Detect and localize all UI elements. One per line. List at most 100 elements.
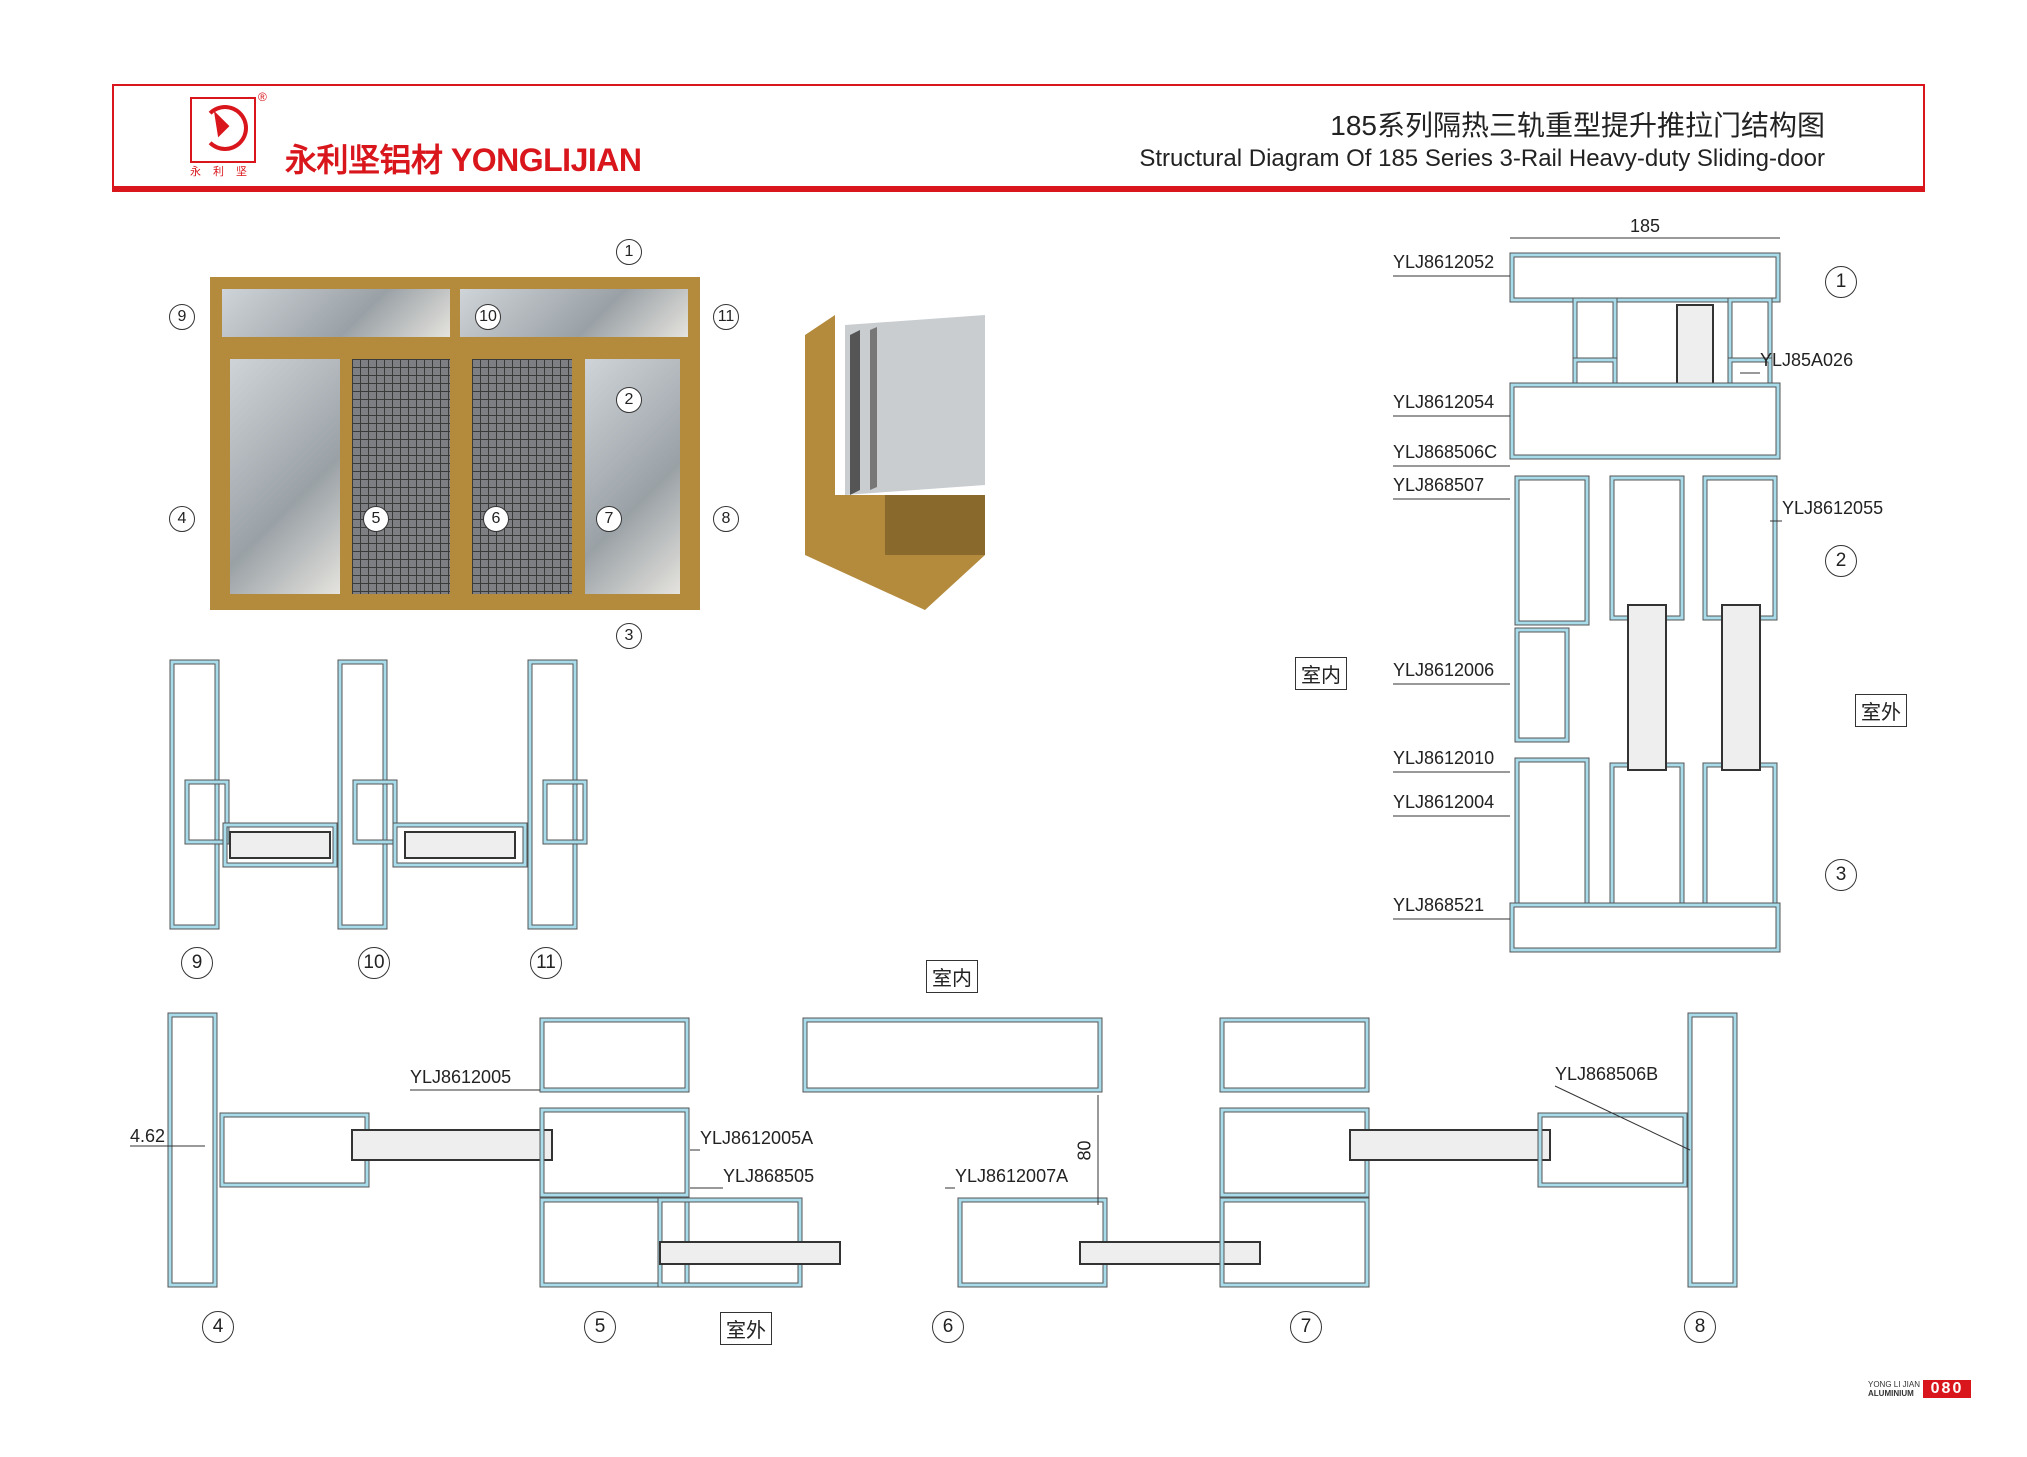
part-label: YLJ8612004 [1393, 792, 1495, 812]
glass-unit [1079, 1241, 1261, 1265]
profile-shape [1509, 902, 1781, 953]
photo-callout: 5 [363, 506, 389, 532]
photo-callout: 6 [483, 506, 509, 532]
profile-shape [540, 1018, 689, 1092]
photo-callout: 10 [475, 304, 501, 330]
dimension-80: 80 [1074, 1140, 1095, 1161]
profile-shape [1702, 475, 1778, 621]
header-frame [112, 84, 1925, 192]
profile-shape [1220, 1198, 1369, 1287]
profile-shape [1687, 1012, 1738, 1288]
profile-shape [168, 1013, 217, 1287]
indoor-label: 室内 [1295, 657, 1347, 690]
profile-shape [337, 659, 388, 930]
profile-shape [1510, 253, 1780, 302]
profile-shape [1703, 763, 1777, 907]
profile-shape [528, 660, 577, 929]
glass-unit [1676, 304, 1714, 386]
outdoor-label: 室外 [1855, 694, 1907, 727]
profile-shape [1509, 252, 1781, 303]
photo-callout: 4 [169, 506, 195, 532]
profile-shape [1610, 763, 1684, 907]
profile-shape [1702, 762, 1778, 908]
photo-callout: 9 [169, 304, 195, 330]
profile-shape [802, 1017, 1103, 1093]
profile-shape [1703, 476, 1777, 620]
profile-shape [393, 823, 527, 867]
profile-shape [169, 659, 220, 930]
door-product-photo [210, 277, 700, 610]
profile-shape [540, 1108, 689, 1197]
photo-callout: 7 [596, 506, 622, 532]
part-label: YLJ8612007A [955, 1166, 1069, 1186]
glass-unit [229, 831, 331, 859]
logo-text: 永利坚 [190, 166, 259, 178]
registered-mark: ® [258, 90, 267, 104]
profile-shape [543, 780, 587, 844]
section-callout: 1 [1825, 266, 1857, 298]
part-label: YLJ868505 [723, 1166, 815, 1186]
section-callout: 9 [181, 947, 213, 979]
part-label: YLJ868521 [1393, 895, 1485, 915]
section-callout: 11 [530, 947, 562, 979]
photo-callout: 8 [713, 506, 739, 532]
dimension-185: 185 [1630, 216, 1661, 236]
section-callout: 8 [1684, 1311, 1716, 1343]
profile-shape [1514, 627, 1570, 743]
profile-shape [1573, 298, 1617, 362]
part-label: YLJ8612054 [1393, 392, 1495, 412]
profile-shape [1688, 1013, 1737, 1287]
brand-name: 永利坚铝材 YONGLIJIAN [285, 142, 642, 178]
profile-shape [1219, 1017, 1370, 1093]
footer-brand-line1: YONG LI JIAN [1868, 1380, 1921, 1389]
outdoor-label: 室外 [720, 1312, 772, 1345]
profile-shape [1572, 357, 1618, 388]
page-number: 080 [1923, 1380, 1971, 1398]
glass-unit [659, 1241, 841, 1265]
glass-unit [1627, 604, 1667, 771]
glass-unit [351, 1129, 553, 1161]
profile-shape [1510, 903, 1780, 952]
profile-shape [1609, 475, 1685, 621]
indoor-label: 室内 [926, 960, 978, 993]
section-callout: 2 [1825, 545, 1857, 577]
profile-shape [1510, 383, 1780, 459]
profile-shape [1514, 475, 1590, 626]
profile-shape [539, 1107, 690, 1198]
profile-shape [1610, 476, 1684, 620]
profile-shape [223, 823, 337, 867]
part-label: YLJ868507 [1393, 475, 1485, 495]
section-callout: 10 [358, 947, 390, 979]
profile-shape [1537, 1112, 1688, 1188]
profile-shape [219, 1112, 370, 1188]
profile-shape [185, 780, 229, 844]
part-label: YLJ8612005 [410, 1067, 512, 1087]
part-label: YLJ8612052 [1393, 252, 1495, 272]
brand-logo-icon [190, 97, 256, 163]
photo-callout: 1 [616, 239, 642, 265]
profile-shape [1538, 1113, 1687, 1187]
profile-shape [167, 1012, 218, 1288]
leader-line [1554, 1085, 1691, 1151]
profile-shape [1609, 762, 1685, 908]
profile-shape [1515, 476, 1589, 625]
section-callout: 5 [584, 1311, 616, 1343]
profile-shape [338, 660, 387, 929]
profile-shape [184, 779, 230, 845]
part-label: YLJ8612010 [1393, 748, 1495, 768]
profile-shape [220, 1113, 369, 1187]
photo-callout: 3 [616, 623, 642, 649]
profile-shape [1509, 382, 1781, 460]
part-label: YLJ868506B [1555, 1064, 1659, 1084]
profile-shape [1573, 358, 1617, 387]
profile-shape [542, 779, 588, 845]
photo-callout: 11 [713, 304, 739, 330]
profile-shape [803, 1018, 1102, 1092]
profile-shape [170, 660, 219, 929]
glass-unit [404, 831, 516, 859]
footer-brand-line2: ALUMINIUM [1868, 1389, 1914, 1398]
profile-shape [1514, 757, 1590, 908]
